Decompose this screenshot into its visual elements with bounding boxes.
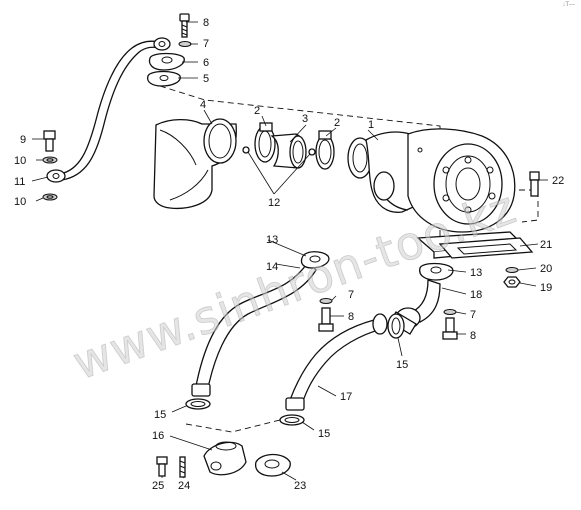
label-7-top: 7 [203,38,209,50]
label-8-top: 8 [203,17,209,29]
label-15-right: 15 [318,428,330,440]
label-6: 6 [203,57,209,69]
label-5: 5 [203,73,209,85]
intake-elbow [153,118,237,210]
right-stud [529,171,540,197]
label-22: 22 [552,175,564,187]
leader-lines [31,21,548,481]
oil-inlet-fasteners [146,13,192,87]
label-9: 9 [20,134,26,146]
right-drain-flange [419,262,454,281]
label-15-left: 15 [154,409,166,421]
label-24: 24 [178,480,190,492]
label-2-left: 2 [254,105,260,117]
label-25: 25 [152,480,164,492]
left-drain-pipe [185,251,330,410]
right-drain-pipe [279,279,441,426]
label-20: 20 [540,263,552,275]
label-2-right: 2 [334,117,340,129]
label-17: 17 [340,391,352,403]
label-8-mid: 8 [348,311,354,323]
label-14: 14 [266,261,278,273]
oil-feed-pipe [46,37,171,183]
hose-and-clamps [242,122,335,170]
label-3: 3 [302,113,308,125]
label-13-right: 13 [470,267,482,279]
label-18: 18 [470,289,482,301]
label-12: 12 [268,197,280,209]
label-15-mid: 15 [396,359,408,371]
block-fitting [156,441,291,478]
label-7-mid: 7 [348,289,354,301]
label-10-lower: 10 [14,196,26,208]
corner-mark: ↓T‑‑‑ [562,2,575,8]
label-23: 23 [294,480,306,492]
label-13-left: 13 [266,234,278,246]
part-labels: 8 7 6 5 9 10 11 10 4 2 3 2 1 12 22 21 13… [14,17,564,492]
watermark-text: www.sinhron-too.kz [66,180,523,390]
label-11: 11 [14,176,25,188]
exhaust-gasket [438,237,534,259]
label-19: 19 [540,282,552,294]
nut-and-washer [503,267,521,288]
label-8-right: 8 [470,330,476,342]
label-10-upper: 10 [14,155,26,167]
label-21: 21 [540,239,552,251]
banjo-bolt-set [42,130,58,201]
label-16: 16 [152,430,164,442]
label-1: 1 [368,119,374,131]
label-4: 4 [200,99,206,111]
label-7-right: 7 [470,309,476,321]
